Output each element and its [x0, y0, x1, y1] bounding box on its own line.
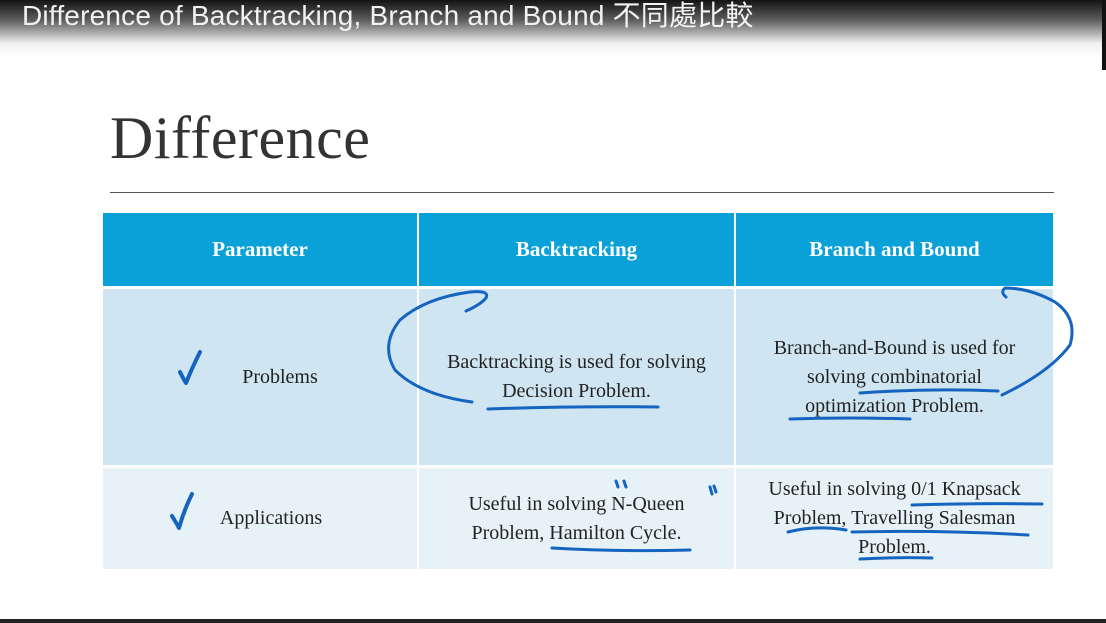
text-line: Branch-and-Bound is used for: [773, 336, 1016, 359]
text-line: optimization Problem.: [805, 394, 984, 417]
text-line: Decision Problem.: [502, 380, 651, 402]
cell-backtracking-applications: Useful in solving N-Queen Problem, Hamil…: [419, 468, 736, 569]
video-title: Difference of Backtracking, Branch and B…: [22, 0, 754, 31]
video-title-bar: Difference of Backtracking, Branch and B…: [0, 0, 1106, 70]
comparison-table: Parameter Backtracking Branch and Bound …: [103, 213, 1053, 569]
param-applications-label: Applications: [219, 507, 323, 529]
text-line: Useful in solving N-Queen: [468, 492, 685, 515]
text-line: Problem, Travelling Salesman: [773, 507, 1016, 529]
text-line: solving combinatorial: [807, 365, 982, 388]
title-divider: [110, 192, 1054, 193]
cell-bnb-applications: Useful in solving 0/1 Knapsack Problem, …: [736, 468, 1053, 569]
table-row-applications: Applications Useful in solving N-Queen P…: [103, 468, 1053, 569]
window-edge: [1102, 0, 1106, 70]
table-header-row: Parameter Backtracking Branch and Bound: [103, 213, 1053, 286]
cell-backtracking-problems: Backtracking is used for solving Decisio…: [419, 289, 736, 465]
text-line: Useful in solving 0/1 Knapsack: [768, 478, 1021, 500]
param-problems-label: Problems: [242, 365, 318, 388]
bottom-bar: [0, 619, 1106, 623]
header-parameter: Parameter: [103, 213, 419, 286]
text-line: Backtracking is used for solving: [447, 351, 706, 373]
table-row-problems: Problems Backtracking is used for solvin…: [103, 289, 1053, 465]
text-line: Problem, Hamilton Cycle.: [471, 521, 682, 544]
cell-parameter-problems: Problems: [103, 289, 419, 465]
cell-bnb-problems: Branch-and-Bound is used for solving com…: [736, 289, 1053, 465]
cell-parameter-applications: Applications: [103, 468, 419, 569]
slide-title: Difference: [110, 105, 371, 171]
header-branch-and-bound: Branch and Bound: [736, 213, 1053, 286]
header-backtracking: Backtracking: [419, 213, 736, 286]
text-line: Problem.: [858, 536, 931, 558]
